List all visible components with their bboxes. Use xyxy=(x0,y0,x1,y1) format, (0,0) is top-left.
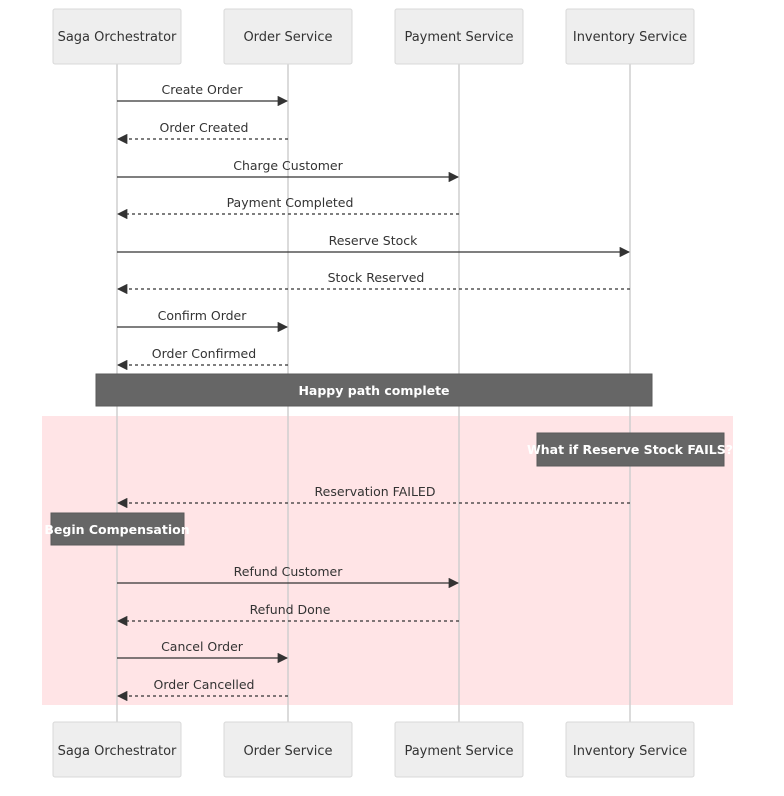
message-refund-done[interactable]: Refund Done xyxy=(116,602,459,627)
message-label: Confirm Order xyxy=(158,308,248,323)
message-label: Refund Done xyxy=(250,602,331,617)
message-label: Refund Customer xyxy=(234,564,344,579)
note-label: What if Reserve Stock FAILS? xyxy=(527,442,733,457)
actor-label: Payment Service xyxy=(404,30,513,45)
message-reservation-failed[interactable]: Reservation FAILED xyxy=(116,484,630,509)
actor-payment-top[interactable]: Payment Service xyxy=(394,8,524,65)
actor-label: Inventory Service xyxy=(573,744,687,759)
message-label: Order Confirmed xyxy=(152,346,256,361)
message-reserve-stock[interactable]: Reserve Stock xyxy=(117,233,631,258)
actor-label: Saga Orchestrator xyxy=(58,30,177,45)
message-label: Stock Reserved xyxy=(328,270,425,285)
message-label: Reserve Stock xyxy=(329,233,419,248)
actor-label: Order Service xyxy=(243,744,332,759)
actor-saga-top[interactable]: Saga Orchestrator xyxy=(52,8,182,65)
actor-label: Inventory Service xyxy=(573,30,687,45)
actor-order-top[interactable]: Order Service xyxy=(223,8,353,65)
message-label: Order Created xyxy=(160,120,249,135)
message-payment-completed[interactable]: Payment Completed xyxy=(116,195,459,220)
message-label: Create Order xyxy=(161,82,243,97)
note-reserve-fail[interactable]: What if Reserve Stock FAILS? xyxy=(527,432,733,467)
message-order-cancelled[interactable]: Order Cancelled xyxy=(116,677,288,702)
message-create-order[interactable]: Create Order xyxy=(117,82,289,107)
actor-payment-bottom[interactable]: Payment Service xyxy=(394,721,524,778)
message-refund-customer[interactable]: Refund Customer xyxy=(117,564,460,589)
message-label: Charge Customer xyxy=(233,158,343,173)
message-stock-reserved[interactable]: Stock Reserved xyxy=(116,270,630,295)
message-confirm-order[interactable]: Confirm Order xyxy=(117,308,289,333)
messages: Create Order Order Created Charge Custom… xyxy=(116,82,631,702)
message-label: Order Cancelled xyxy=(154,677,255,692)
notes: Happy path complete What if Reserve Stoc… xyxy=(44,373,733,546)
note-happy-path[interactable]: Happy path complete xyxy=(95,373,653,407)
actor-order-bottom[interactable]: Order Service xyxy=(223,721,353,778)
message-label: Payment Completed xyxy=(227,195,354,210)
note-begin-compensation[interactable]: Begin Compensation xyxy=(44,512,190,546)
message-order-confirmed[interactable]: Order Confirmed xyxy=(116,346,288,371)
actor-inventory-bottom[interactable]: Inventory Service xyxy=(565,721,695,778)
actor-inventory-top[interactable]: Inventory Service xyxy=(565,8,695,65)
note-label: Happy path complete xyxy=(298,383,449,398)
message-order-created[interactable]: Order Created xyxy=(116,120,288,145)
message-cancel-order[interactable]: Cancel Order xyxy=(117,639,289,664)
actors-top: Saga Orchestrator Order Service Payment … xyxy=(52,8,695,65)
actor-label: Order Service xyxy=(243,30,332,45)
message-label: Cancel Order xyxy=(161,639,244,654)
actors-bottom: Saga Orchestrator Order Service Payment … xyxy=(52,721,695,778)
message-label: Reservation FAILED xyxy=(315,484,436,499)
note-label: Begin Compensation xyxy=(44,522,189,537)
actor-label: Payment Service xyxy=(404,744,513,759)
message-charge-customer[interactable]: Charge Customer xyxy=(117,158,460,183)
actor-saga-bottom[interactable]: Saga Orchestrator xyxy=(52,721,182,778)
actor-label: Saga Orchestrator xyxy=(58,744,177,759)
